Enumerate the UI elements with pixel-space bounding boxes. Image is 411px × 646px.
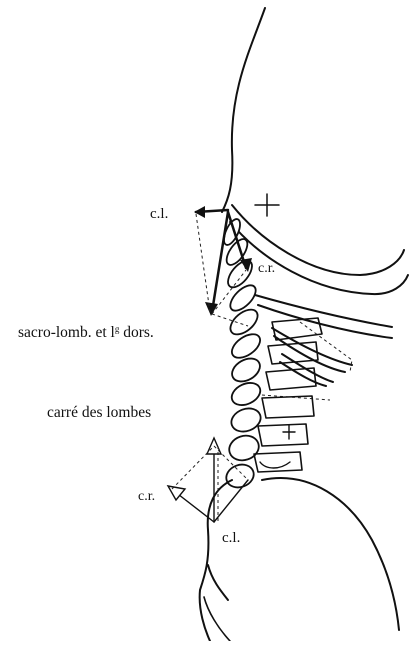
ribs xyxy=(255,295,392,400)
upper-resultant-arrow xyxy=(212,212,228,312)
label-sacro-lomb: sacro-lomb. et lg dors. xyxy=(18,324,154,341)
label-sacro-lomb-main: sacro-lomb. et l xyxy=(18,324,115,341)
label-cl-lower: c.l. xyxy=(222,530,240,546)
label-sacro-lomb-end: dors. xyxy=(119,324,153,341)
label-cr-lower: c.r. xyxy=(138,489,155,504)
upper-cl-arrowhead xyxy=(194,206,205,218)
label-cr-upper: c.r. xyxy=(258,261,275,276)
vertebral-column xyxy=(221,217,322,491)
label-cl-upper: c.l. xyxy=(150,206,168,222)
torso-outline xyxy=(222,8,408,294)
crosshair-marker-upper xyxy=(255,194,279,216)
label-carre-lombes: carré des lombes xyxy=(47,404,151,421)
crosshair-marker-lower xyxy=(283,425,295,439)
